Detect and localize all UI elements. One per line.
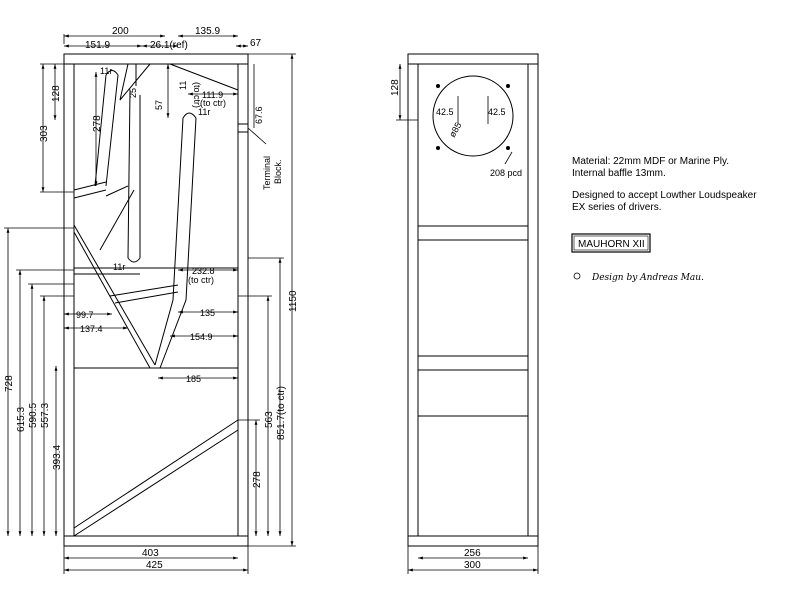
side-top-dimensions: 200 151.9 26.1(ref) 135.9 67 xyxy=(63,26,262,51)
flare-diag-long-2 xyxy=(73,231,151,369)
dim-42-5-left: 42.5 xyxy=(436,107,454,117)
dim-278-inner-label: 278 xyxy=(92,115,103,132)
dim-154-9-label: 154.9 xyxy=(190,332,213,342)
dim-135-label: 135 xyxy=(200,308,215,318)
dim-563-label: 563 xyxy=(264,411,275,428)
dim-111-9-label: 111.9 xyxy=(202,90,223,100)
dim-851-7-label: 851.7(to ctr) xyxy=(276,386,287,440)
drawing-title: MAUHORN XII xyxy=(578,239,645,250)
dim-111-9-to-ctr: (to ctr) xyxy=(200,98,226,108)
side-view xyxy=(63,53,249,547)
front-brace-2 xyxy=(417,355,529,371)
side-right-dimensions: 1150 563 851.7(to ctr) 278 xyxy=(238,53,299,547)
dim-728-label: 728 xyxy=(4,375,15,392)
shelf-a xyxy=(73,181,107,191)
dim-185-label: 185 xyxy=(186,374,201,384)
dim-278-right-label: 278 xyxy=(252,471,263,488)
bottom-diagonal-b xyxy=(73,429,239,537)
dim-128-label: 128 xyxy=(51,85,62,102)
dim-25-label: 25 xyxy=(128,88,138,98)
bottom-diagonal-a xyxy=(73,419,239,529)
top-brace-right xyxy=(169,63,239,91)
dim-590-5-label: 590.5 xyxy=(28,403,39,428)
dim-42-5-right: 42.5 xyxy=(488,107,506,117)
shelf-c2 xyxy=(114,291,179,304)
horn-baffle-right xyxy=(154,117,197,369)
dim-393-4-label: 393.4 xyxy=(52,445,63,470)
side-bottom-panel xyxy=(63,535,249,547)
side-top-panel xyxy=(63,53,249,65)
dim-425-label: 425 xyxy=(146,560,163,571)
mounting-hole xyxy=(436,146,440,150)
flare-diag-short-2 xyxy=(99,189,135,251)
dim-dia-85: ø85 xyxy=(447,121,463,139)
terminal-block xyxy=(237,123,249,133)
title-box-inner xyxy=(573,235,649,251)
dim-99-7-label: 99.7 xyxy=(76,310,94,320)
dim-200-label: 200 xyxy=(112,26,129,37)
designer-credit: Design by Andreas Mau. xyxy=(591,273,704,283)
shelf-a2 xyxy=(73,189,107,199)
dim-11-label: 11 xyxy=(178,81,188,90)
shelf-c xyxy=(109,284,179,297)
dim-26-1-label: 26.1(ref) xyxy=(150,40,188,51)
side-left-dimensions: 128 303 278 728 615.3 590.5 557.3 393.4 xyxy=(4,63,103,536)
front-outer-panel xyxy=(407,53,539,547)
dim-135-9-label: 135.9 xyxy=(195,26,220,37)
horn-baffle-centre xyxy=(127,89,141,259)
pcd-leader xyxy=(504,151,513,165)
pcd-label: 208 pcd xyxy=(490,168,522,178)
dim-403-label: 403 xyxy=(142,548,159,559)
dim-615-3-label: 615.3 xyxy=(16,407,27,432)
note-designed: Designed to accept Lowther Loudspeaker xyxy=(572,190,757,201)
horn-baffle-bottom-round xyxy=(127,257,141,263)
front-brace-1 xyxy=(417,225,529,241)
dim-303-label: 303 xyxy=(39,125,50,142)
note-drivers: EX series of drivers. xyxy=(572,202,661,213)
terminal-label-1: Terminal xyxy=(262,156,272,190)
dim-67-label: 67 xyxy=(250,38,262,49)
front-dim-128-label: 128 xyxy=(390,79,401,96)
terminal-label-2: Block. xyxy=(273,159,283,184)
dim-1150-label: 1150 xyxy=(288,290,299,312)
front-dim-256-label: 256 xyxy=(464,548,481,559)
terminal-leader xyxy=(247,127,267,145)
title-box xyxy=(571,233,651,253)
note-material: Material: 22mm MDF or Marine Ply. xyxy=(572,156,729,167)
dim-557-3-label: 557.3 xyxy=(40,403,51,428)
driver-cutout xyxy=(432,75,514,157)
copyright-icon xyxy=(573,272,581,280)
notes-block: Material: 22mm MDF or Marine Ply. Intern… xyxy=(571,156,757,283)
horn-baffle-right-round xyxy=(182,112,197,119)
dim-232-8-label: 232.8 xyxy=(192,266,215,276)
top-brace-left xyxy=(119,63,151,101)
note-baffle: Internal baffle 13mm. xyxy=(572,168,666,179)
radius-11r-c: 11r xyxy=(113,262,125,272)
front-view: 42.5 42.5 ø85 208 pcd 128 256 300 xyxy=(390,53,539,574)
dim-57-label: 57 xyxy=(154,100,164,110)
dim-137-4-label: 137.4 xyxy=(80,324,103,334)
mounting-hole xyxy=(506,84,510,88)
dim-151-9-label: 151.9 xyxy=(85,40,110,51)
side-inner-labels: 11r 25 57 11 (to ctr) 111.9 (to ctr) 11r… xyxy=(64,64,283,384)
side-bottom-dimensions: 403 425 xyxy=(63,546,249,574)
dim-67-6-label: 67.6 xyxy=(254,106,264,124)
radius-11r-a: 11r xyxy=(100,66,112,76)
front-dim-300-label: 300 xyxy=(464,560,481,571)
horn-baffle-top-round xyxy=(105,70,119,76)
front-top-panel xyxy=(407,53,539,65)
radius-11r-b: 11r xyxy=(198,107,210,117)
front-bottom-panel xyxy=(407,535,539,547)
dim-232-8-to-ctr: (to ctr) xyxy=(188,275,214,285)
flare-diag-short xyxy=(105,185,129,197)
mounting-hole xyxy=(436,84,440,88)
mounting-hole xyxy=(506,146,510,150)
